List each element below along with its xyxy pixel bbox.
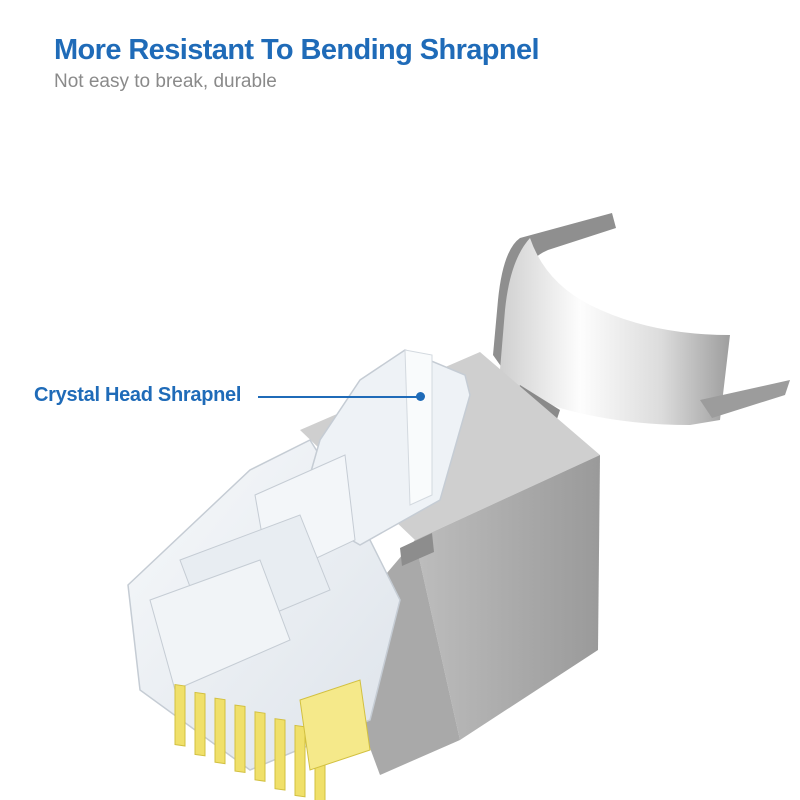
callout-dot — [416, 392, 425, 401]
callout-label-crystal-head-shrapnel: Crystal Head Shrapnel — [34, 384, 242, 406]
page-subtitle: Not easy to break, durable — [54, 71, 277, 92]
crystal-head — [127, 349, 471, 800]
shield-clip — [493, 213, 790, 425]
page-title: More Resistant To Bending Shrapnel — [54, 34, 540, 66]
callout-line — [258, 396, 418, 398]
